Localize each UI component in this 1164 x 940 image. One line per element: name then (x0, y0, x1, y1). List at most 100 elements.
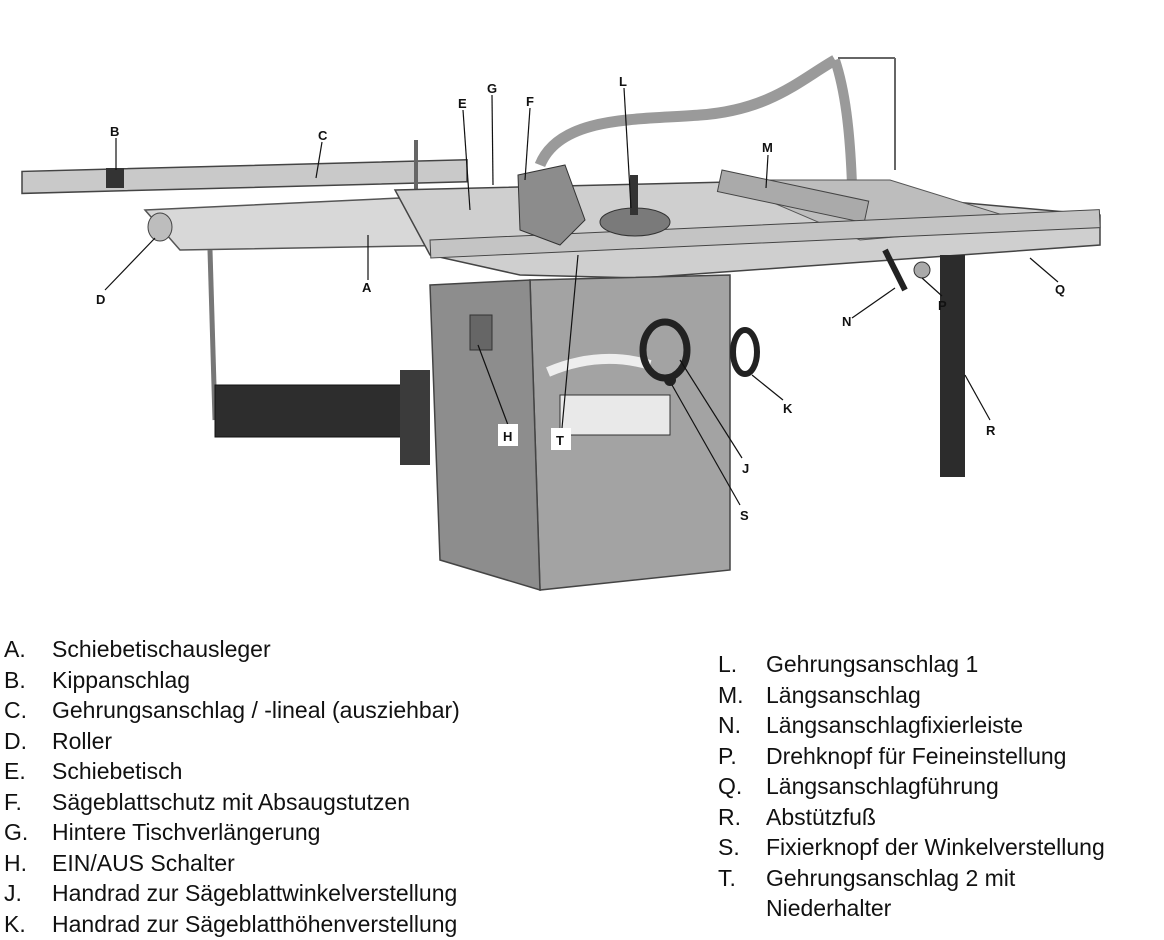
legend-key: C. (4, 697, 27, 723)
callout-s: S (740, 508, 749, 523)
legend-key: G. (4, 819, 29, 845)
callout-h: H (503, 429, 512, 444)
legend-text: Fixierknopf der Winkelverstellung (766, 834, 1105, 860)
legend-item: N. Längsanschlagfixierleiste (718, 710, 1105, 741)
callout-box-t (551, 428, 571, 450)
tilting-stop (106, 168, 124, 188)
legend-text: Schiebetisch (52, 758, 183, 784)
legend-text: Gehrungsanschlag 1 (766, 651, 979, 677)
callout-d: D (96, 292, 105, 307)
callout-t: T (556, 433, 564, 448)
legend-item: J.Handrad zur Sägeblattwinkelverstellung (4, 878, 460, 909)
callout-l: L (619, 74, 627, 89)
legend-text: Gehrungsanschlag / -lineal (ausziehbar) (52, 697, 460, 723)
motor-bracket (400, 370, 430, 465)
legend-text: Schiebetischausleger (52, 636, 271, 662)
blade-guard (517, 164, 586, 246)
leader-r (964, 374, 991, 421)
legend-key: D. (4, 727, 27, 754)
callout-m: M (762, 140, 773, 155)
legend-item: P. Drehknopf für Feineinstellung (718, 741, 1105, 772)
angle-scale (546, 353, 652, 377)
callout-q: Q (1055, 282, 1065, 297)
leader-c (315, 141, 323, 179)
legend-item: B.Kippanschlag (4, 665, 460, 696)
legend-item: S. Fixierknopf der Winkelverstellung (718, 832, 1105, 863)
legend-key: A. (4, 636, 26, 662)
legend-item: D.Roller (4, 726, 460, 757)
leader-t (561, 254, 579, 429)
leader-j (679, 359, 743, 459)
legend-key: T. (718, 864, 736, 891)
callout-b: B (110, 124, 119, 139)
leader-l (623, 87, 632, 209)
legend-item: K. Handrad zur Sägeblatthöhenverstellung (4, 909, 460, 940)
legend-text: Längsanschlag (766, 681, 921, 708)
legend-item: Q. Längsanschlagführung (718, 771, 1105, 802)
on-off-switch (469, 314, 493, 351)
legend-key: N. (718, 712, 741, 738)
legend-item: E. Schiebetisch (4, 756, 460, 787)
callout-p: P (938, 298, 947, 313)
legend-item: R.Abstützfuß (718, 802, 1105, 833)
legend-item: H. EIN/AUS Schalter (4, 848, 460, 879)
rip-fence-guide-rail (429, 209, 1101, 259)
roller (147, 212, 173, 242)
legend-key: L. (718, 651, 738, 677)
legend-key: Q. (718, 773, 743, 799)
callout-r: R (986, 423, 996, 438)
legend-text: Handrad zur Sägeblatthöhenverstellung (52, 910, 458, 937)
legend-key: P. (718, 742, 737, 769)
callout-f: F (526, 94, 534, 109)
fine-adjust-knob (913, 261, 931, 279)
legend-key: R. (718, 803, 741, 830)
leader-d (104, 237, 156, 291)
legend-text: Längsanschlagfixierleiste (766, 712, 1023, 738)
callout-j: J (742, 461, 749, 476)
callout-c: C (318, 128, 328, 143)
extension-support-rod (207, 249, 218, 421)
legend-item: G.Hintere Tischverlängerung (4, 817, 460, 848)
leader-s (671, 384, 741, 506)
legend-key: M. (718, 681, 744, 708)
legend-key: S. (718, 834, 740, 860)
callout-g: G (487, 81, 497, 96)
leader-h (477, 344, 509, 426)
mitre-fence-rail (21, 159, 468, 195)
table-saw-illustration: A B C D E F G H J K L M N P Q R S T (21, 55, 1101, 592)
legend-key: H. (4, 849, 27, 876)
legend-item: M. Längsanschlag (718, 680, 1105, 711)
legend-key: B. (4, 666, 26, 693)
dust-hose (534, 55, 838, 168)
legend-key: E. (4, 758, 26, 784)
fine-adjust-knob-shaft (882, 248, 908, 292)
legend-key: J. (4, 880, 22, 906)
rip-fence (716, 169, 870, 224)
legend-item: C. Gehrungsanschlag / -lineal (ausziehbar… (4, 695, 460, 726)
legend-item: L. Gehrungsanschlag 1 (718, 649, 1105, 680)
leader-g (491, 94, 494, 186)
legend-text: EIN/AUS Schalter (52, 849, 235, 876)
legend-text: Drehknopf für Feineinstellung (766, 742, 1067, 769)
legend-key: K. (4, 910, 26, 937)
callout-a: A (362, 280, 372, 295)
legend-text: Gehrungsanschlag 2 mit Niederhalter (766, 864, 1016, 922)
legend-text: Sägeblattschutz mit Absaugstutzen (52, 788, 410, 815)
callout-e: E (458, 96, 467, 111)
warning-label (559, 394, 671, 436)
leader-e (462, 109, 471, 211)
callout-n: N (842, 314, 851, 329)
leader-m (765, 154, 769, 189)
legend-text: Längsanschlagführung (766, 773, 999, 799)
leader-q (1029, 257, 1059, 283)
leader-k (751, 374, 784, 401)
blade-height-handwheel (730, 327, 760, 377)
legend-item: F. Sägeblattschutz mit Absaugstutzen (4, 787, 460, 818)
leader-n (851, 287, 896, 319)
legend-key: F. (4, 788, 22, 815)
hose-drop (830, 58, 857, 186)
leader-f (524, 107, 531, 181)
motor-arm (214, 384, 411, 438)
